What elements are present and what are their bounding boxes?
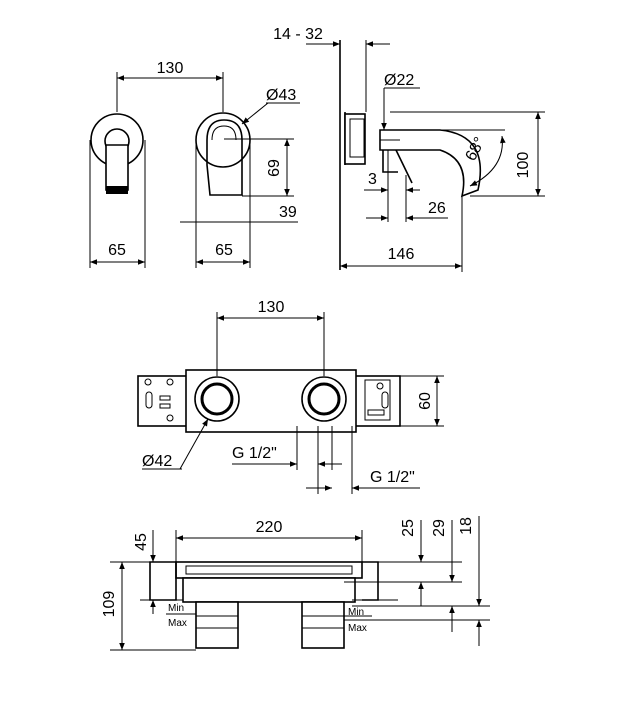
- dim-label-69: 69: [266, 159, 283, 177]
- spout-bracket: [382, 150, 398, 173]
- leader-diameter-43: [241, 102, 269, 125]
- label-max-left: Max: [168, 618, 187, 629]
- dim-label-109: 109: [101, 591, 118, 618]
- left-handle-stem: [105, 144, 129, 191]
- section-top-rail-inner: [185, 565, 353, 575]
- right-bracket: [364, 379, 391, 421]
- screw-hole: [144, 378, 152, 386]
- dim-label-65-right: 65: [215, 242, 233, 259]
- side-view: 14 - 32 Ø22 68° 100 3 26 146: [273, 26, 545, 272]
- label-max-right: Max: [348, 623, 367, 634]
- angle-arc-68: [469, 135, 506, 187]
- dim-label-100: 100: [515, 152, 532, 179]
- section-left-bracket: [149, 561, 177, 601]
- handle-lever: [395, 149, 413, 184]
- section-left-stub: [195, 601, 239, 649]
- dim-label-3: 3: [368, 171, 377, 188]
- section-top-rail: [175, 561, 363, 579]
- slot-hole: [159, 395, 171, 401]
- label-min-right: Min: [348, 607, 364, 618]
- dim-label-39: 39: [279, 204, 297, 221]
- slot-hole: [145, 391, 153, 409]
- dim-label-diameter-42: Ø42: [142, 453, 172, 470]
- left-handle-tip: [106, 186, 128, 194]
- dim-label-220: 220: [256, 519, 283, 536]
- right-port-inner: [307, 382, 341, 416]
- dim-label-18: 18: [458, 517, 475, 535]
- dim-label-45: 45: [133, 533, 150, 551]
- section-body: [182, 577, 356, 603]
- dim-label-130: 130: [157, 60, 184, 77]
- spout-side: [379, 129, 482, 198]
- dim-label-14-32: 14 - 32: [273, 26, 323, 43]
- dim-label-29: 29: [431, 519, 448, 537]
- spout-front-inner: [211, 125, 237, 141]
- screw-hole: [166, 378, 174, 386]
- box-section-view: 220 45 109 25 29 18 Min Max Min Max: [101, 516, 490, 651]
- front-elevation-view: 130 Ø43 69 39 65 65: [89, 60, 300, 268]
- wall-flange-inner: [349, 118, 365, 158]
- dim-label-60: 60: [417, 392, 434, 410]
- dim-label-65-left: 65: [108, 242, 126, 259]
- dim-label-diameter-43: Ø43: [266, 87, 296, 104]
- spout-front-outline: [206, 119, 243, 196]
- left-bracket: [144, 378, 174, 422]
- screw-hole: [166, 414, 174, 422]
- bracket-frame: [364, 379, 391, 421]
- section-right-bracket: [362, 561, 379, 601]
- label-min-left: Min: [168, 603, 184, 614]
- dim-label-g12-b: G 1/2": [370, 469, 415, 486]
- dim-label-25: 25: [400, 519, 417, 537]
- leader-diameter-42: [179, 418, 209, 470]
- dim-label-146: 146: [388, 246, 415, 263]
- slot-hole: [159, 403, 171, 409]
- slot-hole: [381, 391, 389, 409]
- left-port-inner: [200, 382, 234, 416]
- dim-label-26: 26: [428, 200, 446, 217]
- box-front-view: 130 60 Ø42 G 1/2" G 1/2": [137, 299, 444, 494]
- dim-label-diameter-22: Ø22: [384, 72, 414, 89]
- screw-hole: [376, 382, 384, 390]
- slot-hole: [367, 409, 385, 416]
- dim-label-130-box: 130: [258, 299, 285, 316]
- dim-label-g12-a: G 1/2": [232, 445, 277, 462]
- section-right-stub: [301, 601, 345, 649]
